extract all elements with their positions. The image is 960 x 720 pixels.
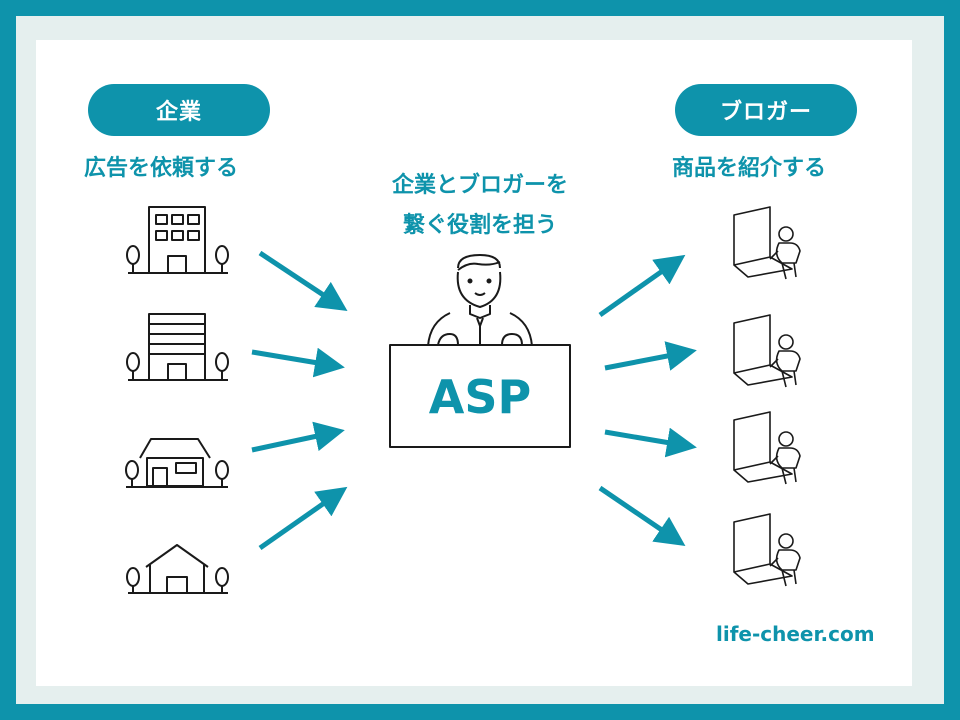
small-house-icon bbox=[126, 544, 229, 594]
arrow-asp-to-blogger-2 bbox=[604, 341, 697, 371]
arrow-asp-to-blogger-1 bbox=[598, 254, 686, 318]
asp-role-line-1: 企業とブロガーを bbox=[391, 173, 568, 198]
arrow-company-to-asp-2 bbox=[251, 347, 345, 378]
arrow-company-to-asp-1 bbox=[258, 250, 348, 311]
businessman-holding-sign-icon bbox=[389, 254, 571, 448]
blogger-laptop-icon bbox=[733, 411, 801, 485]
blogger-laptop-icon bbox=[733, 206, 801, 280]
arrow-asp-to-blogger-4 bbox=[598, 485, 686, 547]
apartment-building-icon bbox=[126, 313, 229, 381]
asp-sign-label: ASP bbox=[428, 370, 532, 424]
arrow-company-to-asp-4 bbox=[258, 486, 348, 551]
house-icon bbox=[125, 438, 229, 488]
asp-role-line-2: 繋ぐ役割を担う bbox=[402, 213, 557, 238]
arrow-asp-to-blogger-3 bbox=[604, 427, 697, 458]
site-url: life-cheer.com bbox=[716, 622, 875, 646]
office-building-icon bbox=[126, 206, 229, 274]
arrow-company-to-asp-3 bbox=[251, 421, 345, 453]
blogger-pill: ブロガー bbox=[675, 84, 857, 136]
blogger-laptop-icon bbox=[733, 314, 801, 388]
blogger-caption: 商品を紹介する bbox=[672, 156, 827, 181]
company-pill: 企業 bbox=[88, 84, 270, 136]
asp-role-description: 企業とブロガーを 繋ぐ役割を担う bbox=[340, 166, 620, 246]
company-caption: 広告を依頼する bbox=[84, 156, 239, 181]
blogger-laptop-icon bbox=[733, 513, 801, 587]
